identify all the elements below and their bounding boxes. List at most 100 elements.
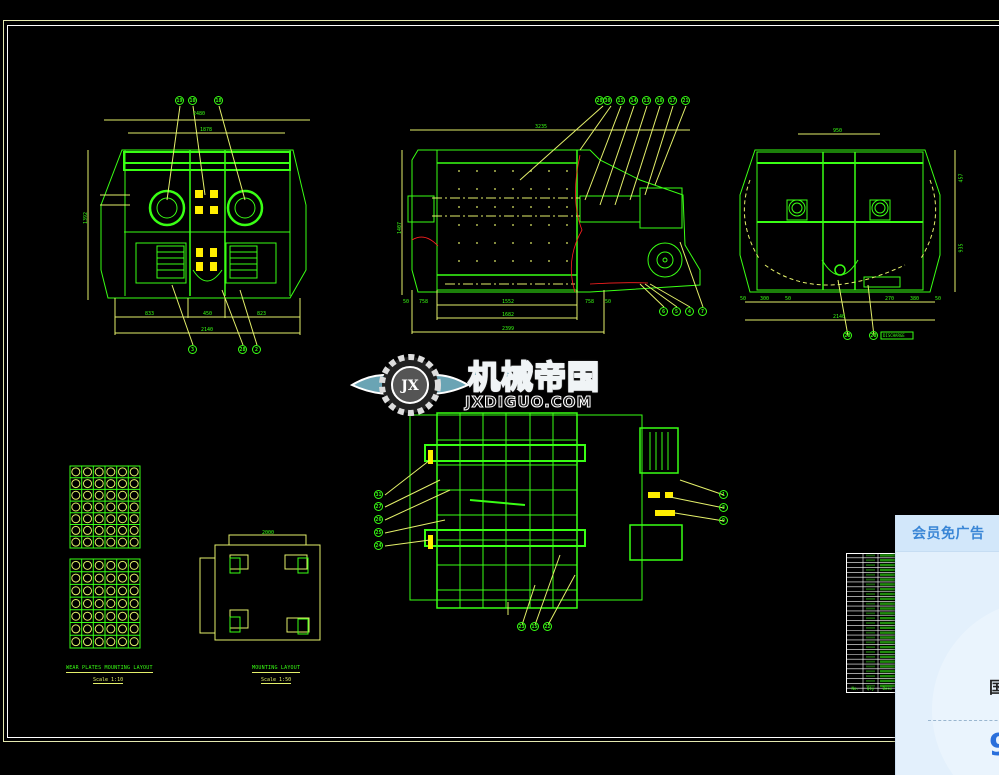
side-view-left [100,149,307,299]
plan-view-leaders [384,459,725,626]
popup-divider [928,720,999,721]
popup-price[interactable]: 9 [989,728,999,763]
dim-text: 457 [958,173,965,183]
side-view-left-highlights [195,190,218,271]
part-balloon: 5 [672,307,681,316]
parts-header-desc: Desc [882,686,893,691]
dim-text: 833 [145,311,155,317]
side-view-left-dims [87,105,310,346]
part-balloon: 27 [374,502,383,511]
drawing-frame-outer [3,20,999,742]
wear-plate-circles [71,467,139,647]
dim-text: 270 [885,296,895,302]
jxdiguo-watermark: JX 机械帝国 JXDIGUO.COM [350,350,650,420]
part-balloon: 8 [719,503,728,512]
dim-text: 1407 [397,221,404,235]
dim-text: 2140 [201,327,214,333]
dim-text: 2000 [262,530,275,536]
part-balloon: 26 [374,515,383,524]
front-view-break-line [570,154,583,293]
part-balloon: 23 [517,622,526,631]
dim-text: 1682 [502,312,515,318]
part-balloon: 11 [616,96,625,105]
popup-title[interactable]: 会员免广告 [912,526,985,542]
part-balloon: 14 [629,96,638,105]
dim-text: 300 [760,296,770,302]
dim-text: 50 [935,296,942,302]
part-balloon: 24 [374,541,383,550]
dim-text: 1552 [502,299,515,305]
popup-body: 国 9 [896,552,999,775]
dim-text: 3235 [535,124,548,130]
front-view-centerlines [432,197,580,285]
wear-plates-grid-top [69,465,141,549]
front-view-dims [401,105,704,334]
plan-view-highlights [428,450,675,549]
front-view-bolt-pattern [445,170,570,275]
dim-text: 2399 [502,326,515,332]
dim-text: 758 [419,299,429,305]
parts-header-qty: Qty [866,686,875,691]
part-balloon: 9 [719,516,728,525]
mounting-layout-green [229,557,309,635]
plan-view [409,412,683,609]
part-balloon: 16 [655,96,664,105]
part-balloon: 30 [603,96,612,105]
popup-partial-text: 国 [989,674,999,698]
part-balloon: 17 [668,96,677,105]
mounting-layout-title: MOUNTING LAYOUT [252,665,301,673]
part-balloon: 15 [530,622,539,631]
wear-plates-scale: Scale 1:10 [93,677,124,684]
part-balloon: 18 [214,96,223,105]
parts-list-table: No. Qty Desc [846,553,898,693]
part-balloon: 21 [681,96,690,105]
dim-text: 950 [833,128,843,134]
dim-text: 2140 [833,314,846,320]
dim-text: 2480 [193,111,206,117]
part-balloon: 13 [642,96,651,105]
part-balloon: 31 [374,490,383,499]
dim-text: 450 [203,311,213,317]
part-balloon: 4 [685,307,694,316]
discharge-tag-box [880,331,914,340]
logo-badge-text: JX [399,378,419,394]
watermark-en-text: JXDIGUO.COM [464,393,593,412]
discharge-tag: DISCHARGE [883,333,905,338]
dim-text: 1878 [200,127,213,133]
gear-wings-logo-icon: JX [350,354,470,416]
dim-text: 935 [958,243,965,253]
mounting-layout-scale: Scale 1:50 [261,677,292,684]
part-balloon: 7 [698,307,707,316]
dim-text: 758 [585,299,595,305]
side-view-right [739,149,941,293]
dim-text: 1392 [83,211,90,225]
wear-plates-title: WEAR PLATES MOUNTING LAYOUT [66,665,153,673]
part-balloon: 2 [252,345,261,354]
drawing-frame-inner [7,25,999,738]
dim-text: 50 [785,296,792,302]
side-view-right-dims [743,133,956,337]
wear-plates-grid-bottom [69,558,141,649]
part-balloon: 10 [188,96,197,105]
part-balloon: 20 [869,331,878,340]
part-balloon: 25 [374,528,383,537]
part-balloon: 19 [175,96,184,105]
parts-header-no: No. [851,686,859,691]
dim-text: 823 [257,311,267,317]
part-balloon: 1 [719,490,728,499]
part-balloon: 3 [188,345,197,354]
part-balloon: 6 [659,307,668,316]
member-no-ads-popup[interactable]: 会员免广告 国 9 [895,515,999,775]
popup-header[interactable]: 会员免广告 [896,515,999,552]
dim-text: 380 [910,296,920,302]
part-balloon: 28 [238,345,247,354]
parts-list-grid [846,553,898,693]
dim-text: 50 [605,299,612,305]
mounting-layout [199,534,321,641]
part-balloon: 28 [843,331,852,340]
dim-text: 50 [740,296,747,302]
part-balloon: 22 [543,622,552,631]
watermark-cn-text: 机械帝国 [467,357,601,397]
